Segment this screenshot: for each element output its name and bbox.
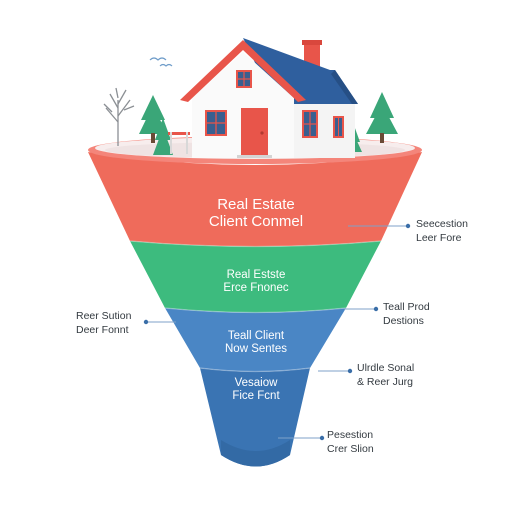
- callout-right-3-line-2: & Reer Jurg: [357, 376, 414, 389]
- callout-right-1-line-1: Seecestion: [416, 218, 468, 230]
- house-door: [241, 108, 268, 156]
- funnel-tier-3-line-2: Now Sentes: [224, 343, 288, 356]
- callout-left-1-line-1: Reer Sution: [76, 310, 132, 322]
- pine-tree-small-icon: [153, 118, 173, 155]
- funnel-body: [88, 152, 422, 467]
- funnel-tier-4: [200, 368, 310, 467]
- callout-right-4: Pesestion Crer Slion: [327, 428, 374, 456]
- funnel-tier-4-label: Vesaiow Fice Fcnt: [232, 377, 279, 403]
- fence-icon: [168, 132, 190, 154]
- funnel-tier-2-line-1: Real Estste: [226, 269, 286, 281]
- callout-right-2: Teall Prod Destions: [383, 300, 430, 328]
- funnel-tier-3-label: Teall Client Now Sentes: [225, 330, 287, 356]
- house-icon: [180, 38, 358, 158]
- callout-dots: [143, 223, 411, 441]
- funnel-tier-3-line-1: Teall Client: [227, 330, 285, 342]
- birds-icon: [149, 57, 173, 67]
- pine-tree-right-icon: [366, 92, 398, 143]
- funnel-tier-1-line-1: Real Estate: [217, 196, 295, 213]
- callout-right-3-line-1: Ulrdle Sonal: [357, 362, 415, 374]
- callout-right-4-line-2: Crer Slion: [327, 443, 374, 456]
- callout-right-2-line-1: Teall Prod: [383, 301, 430, 313]
- bare-tree-icon: [103, 87, 135, 146]
- callout-right-1-line-2: Leer Fore: [416, 232, 462, 245]
- funnel-tier-2: [130, 241, 381, 313]
- callout-right-3: Ulrdle Sonal & Reer Jurg: [357, 361, 414, 389]
- funnel-tier-1: [88, 152, 422, 247]
- callout-connectors: [146, 225, 408, 439]
- callout-right-4-line-1: Pesestion: [327, 429, 374, 441]
- funnel-tier-2-label: Real Estste Erce Fnonec: [223, 269, 288, 295]
- callout-left-1: Reer Sution Deer Fonnt: [76, 309, 131, 337]
- funnel-tier-1-line-2: Client Conmel: [208, 213, 304, 231]
- funnel-tier-2-line-2: Erce Fnonec: [223, 282, 289, 295]
- funnel-tier-4-line-1: Vesaiow: [234, 377, 278, 389]
- callout-right-1: Seecestion Leer Fore: [416, 217, 468, 245]
- funnel-tier-4-line-2: Fice Fcnt: [232, 390, 280, 403]
- callout-right-2-line-2: Destions: [383, 315, 424, 328]
- funnel-tier-3: [165, 308, 346, 372]
- callout-left-1-line-2: Deer Fonnt: [76, 324, 129, 337]
- funnel-tier-1-label: Real Estate Client Conmel: [209, 196, 303, 231]
